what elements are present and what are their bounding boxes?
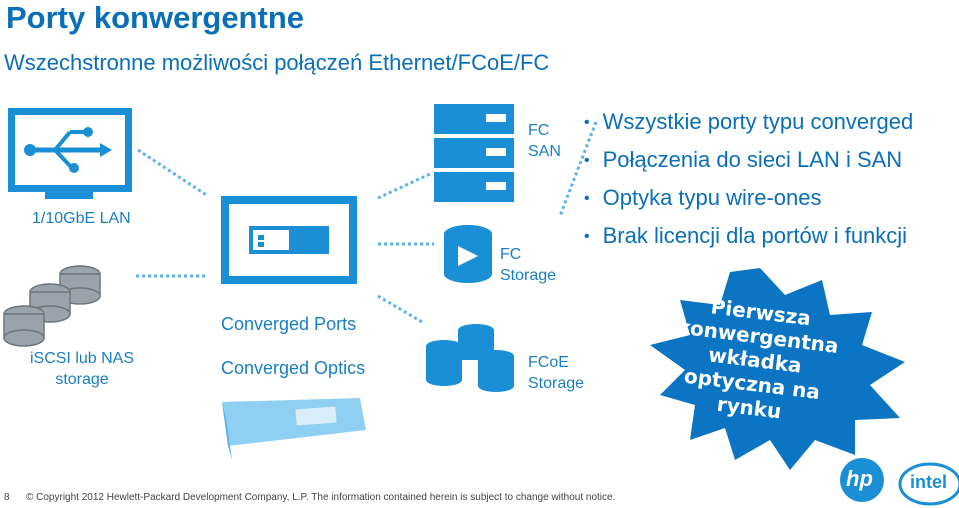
lan-monitor-icon	[8, 108, 132, 199]
hp-logo-text: hp	[846, 466, 873, 491]
intel-logo-text: intel	[910, 472, 948, 492]
converged-port-icon	[221, 196, 357, 284]
footer: 8 © Copyright 2012 Hewlett-Packard Devel…	[0, 488, 959, 508]
page-subtitle: Wszechstronne możliwości połączeń Ethern…	[4, 50, 550, 75]
fc-san-label-line1: FC	[528, 122, 550, 139]
lan-label: 1/10GbE LAN	[32, 210, 131, 227]
iscsi-label-line1: iSCSI lub NAS	[29, 350, 135, 367]
feature-list: Wszystkie porty typu converged Połączeni…	[584, 104, 914, 256]
dotted-connectors	[136, 121, 598, 324]
feature-item: Brak licencji dla portów i funkcji	[584, 218, 913, 256]
intel-logo-icon	[898, 462, 959, 506]
feature-item: Optyka typu wire-ones	[584, 180, 913, 218]
fc-storage-label-line1: FC	[500, 246, 522, 263]
sfp-optic-module-icon	[222, 398, 366, 460]
converged-optics-label: Converged Optics	[221, 358, 366, 378]
fc-storage-icon	[444, 225, 492, 283]
starburst-text: Pierwsza konwergentna wkładka optyczna n…	[653, 289, 856, 431]
starburst-shape	[650, 268, 905, 470]
copyright-text: © Copyright 2012 Hewlett-Packard Develop…	[26, 492, 616, 503]
hp-logo-icon	[840, 458, 884, 502]
feature-item: Wszystkie porty typu converged	[584, 104, 914, 142]
fcoe-label-line1: FCoE	[528, 354, 569, 371]
page-title: Porty konwergentne	[6, 0, 304, 35]
converged-ports-label: Converged Ports	[221, 314, 357, 334]
iscsi-label-line2: storage	[55, 371, 109, 388]
fcoe-label-line2: Storage	[528, 375, 585, 392]
fcoe-storage-icon	[426, 324, 514, 392]
page-number: 8	[4, 492, 10, 503]
fc-storage-label-line2: Storage	[500, 267, 557, 284]
feature-item: Połączenia do sieci LAN i SAN	[584, 142, 913, 180]
fc-san-server-icon	[434, 104, 514, 202]
iscsi-nas-icon	[3, 265, 101, 347]
fc-san-label-line2: SAN	[528, 143, 561, 160]
